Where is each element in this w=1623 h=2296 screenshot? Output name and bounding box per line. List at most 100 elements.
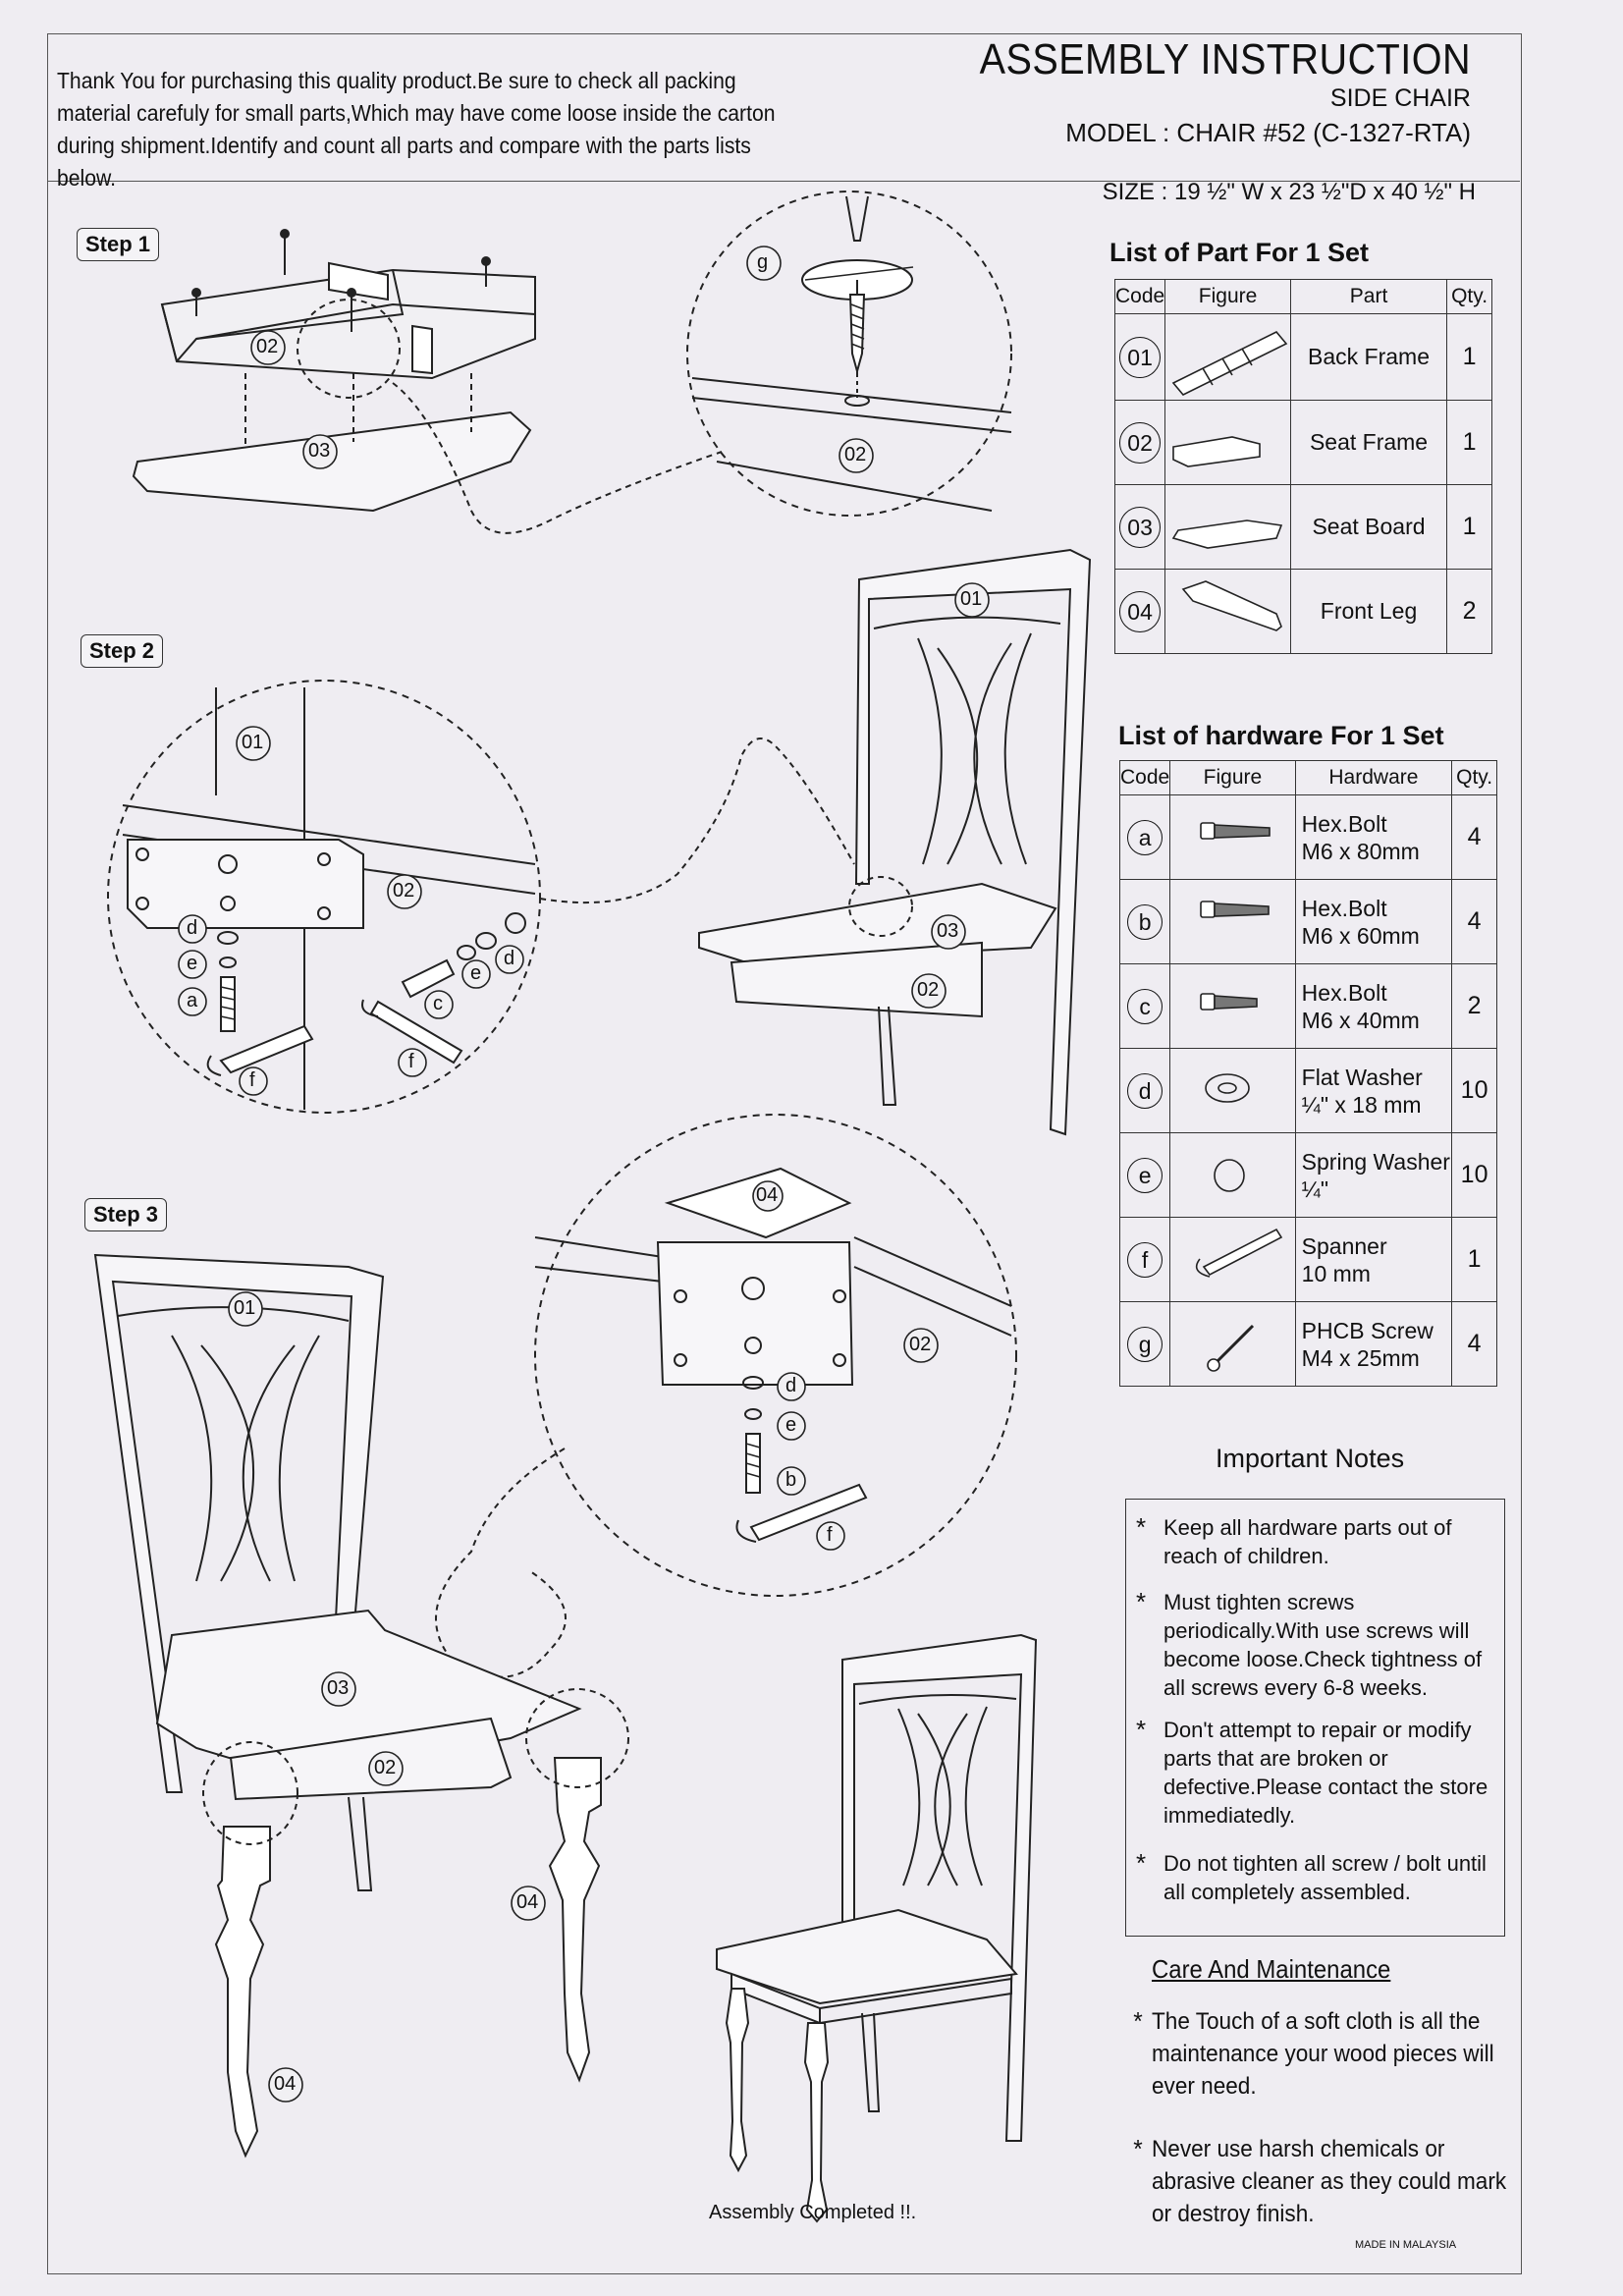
page-border bbox=[47, 33, 1522, 2274]
note-item: * Keep all hardware parts out of reach of… bbox=[1136, 1513, 1493, 1570]
hex-bolt-figure-icon bbox=[1169, 794, 1296, 880]
part-qty: 1 bbox=[1446, 484, 1492, 570]
callout-g: g bbox=[757, 251, 769, 273]
parts-table: Code Figure Part Qty. 01 Back Frame 1 02… bbox=[1113, 279, 1492, 654]
bullet-star-icon: * bbox=[1136, 1715, 1147, 1744]
hardware-code: b bbox=[1127, 903, 1163, 940]
hardware-line2: ¼" bbox=[1301, 1175, 1329, 1202]
hardware-line2: M6 x 60mm bbox=[1301, 922, 1420, 949]
step2-chair-illustration bbox=[698, 548, 1092, 1136]
hardware-list-title: List of hardware For 1 Set bbox=[1118, 721, 1444, 750]
spanner-figure-icon bbox=[1169, 1217, 1296, 1302]
note-item: *Do not tighten all screw / bolt until a… bbox=[1136, 1849, 1493, 1906]
important-notes-title: Important Notes bbox=[1216, 1444, 1405, 1473]
model-number: MODEL : CHAIR #52 (C-1327-RTA) bbox=[1065, 118, 1471, 147]
callout-e: e bbox=[785, 1414, 797, 1436]
header-code: Code bbox=[1118, 760, 1171, 795]
bullet-star-icon: * bbox=[1136, 1512, 1147, 1542]
part-name: Front Leg bbox=[1289, 569, 1448, 654]
hardware-line2: M4 x 25mm bbox=[1301, 1344, 1420, 1371]
callout-04: 04 bbox=[274, 2073, 297, 2095]
hardware-qty: 10 bbox=[1451, 1048, 1497, 1133]
hardware-qty: 4 bbox=[1451, 879, 1497, 964]
hardware-line2: M6 x 40mm bbox=[1301, 1007, 1420, 1033]
hardware-line2: ¼" x 18 mm bbox=[1301, 1091, 1422, 1118]
callout-b: b bbox=[785, 1469, 797, 1491]
note-text: Keep all hardware parts out of reach of … bbox=[1163, 1515, 1452, 1568]
step3-chair-illustration bbox=[93, 1253, 629, 2159]
table-row: 03 Seat Board 1 bbox=[1113, 484, 1492, 570]
part-code: 04 bbox=[1119, 590, 1162, 632]
care-item: *The Touch of a soft cloth is all the ma… bbox=[1133, 2005, 1512, 2103]
callout-01: 01 bbox=[234, 1297, 256, 1319]
hardware-code: c bbox=[1127, 988, 1163, 1024]
hardware-table-header: Code Figure Hardware Qty. bbox=[1118, 760, 1497, 795]
care-text: The Touch of a soft cloth is all the mai… bbox=[1152, 2008, 1494, 2100]
part-code: 03 bbox=[1119, 506, 1162, 548]
header-figure: Figure bbox=[1164, 279, 1291, 314]
callout-circles bbox=[178, 246, 990, 2103]
callout-03: 03 bbox=[937, 920, 959, 942]
hardware-line2: M6 x 80mm bbox=[1301, 838, 1420, 864]
part-name: Seat Board bbox=[1289, 484, 1448, 570]
hardware-qty: 4 bbox=[1451, 1301, 1497, 1387]
part-code: 01 bbox=[1119, 336, 1162, 378]
hardware-line1: Hex.Bolt bbox=[1301, 810, 1387, 837]
table-row: 01 Back Frame 1 bbox=[1113, 313, 1492, 401]
bullet-star-icon: * bbox=[1136, 1587, 1147, 1616]
hardware-code: e bbox=[1127, 1157, 1163, 1193]
header-part: Part bbox=[1289, 279, 1448, 314]
hardware-line1: Flat Washer bbox=[1301, 1064, 1423, 1090]
made-in-label: MADE IN MALAYSIA bbox=[1355, 2239, 1457, 2251]
callout-04: 04 bbox=[756, 1184, 779, 1206]
step1-zoom-detail bbox=[686, 191, 1012, 517]
assembly-completed-caption: Assembly Completed !!. bbox=[709, 2202, 917, 2223]
header-qty: Qty. bbox=[1451, 760, 1497, 795]
step3-zoom-detail bbox=[435, 1114, 1017, 1678]
callout-c: c bbox=[433, 993, 443, 1014]
completed-chair-illustration bbox=[716, 1633, 1038, 2223]
callout-01: 01 bbox=[960, 588, 983, 610]
callout-d: d bbox=[785, 1375, 797, 1396]
callout-02: 02 bbox=[909, 1334, 932, 1355]
callout-02: 02 bbox=[917, 979, 940, 1001]
callout-f: f bbox=[827, 1524, 833, 1546]
product-type: SIDE CHAIR bbox=[1329, 84, 1471, 112]
callout-02: 02 bbox=[256, 336, 279, 357]
part-qty: 2 bbox=[1446, 569, 1492, 654]
header-hardware: Hardware bbox=[1294, 760, 1453, 795]
hardware-code: f bbox=[1127, 1241, 1163, 1278]
hardware-code: a bbox=[1127, 819, 1163, 855]
step-3-badge: Step 3 bbox=[84, 1198, 168, 1231]
hardware-line1: PHCB Screw bbox=[1301, 1317, 1434, 1343]
hardware-line2: 10 mm bbox=[1301, 1260, 1371, 1286]
table-row: 04 Front Leg 2 bbox=[1113, 569, 1492, 654]
callout-04: 04 bbox=[516, 1891, 539, 1913]
spring-washer-figure-icon bbox=[1169, 1132, 1296, 1218]
callout-02: 02 bbox=[393, 880, 415, 902]
part-qty: 1 bbox=[1446, 400, 1492, 485]
seat-board-figure-icon bbox=[1164, 484, 1291, 570]
header-qty: Qty. bbox=[1446, 279, 1492, 314]
part-name: Seat Frame bbox=[1289, 400, 1448, 485]
part-code: 02 bbox=[1119, 421, 1162, 464]
header-divider bbox=[47, 181, 1520, 182]
step2-zoom-detail bbox=[107, 680, 855, 1114]
table-row: 02 Seat Frame 1 bbox=[1113, 400, 1492, 485]
hex-bolt-figure-icon bbox=[1169, 963, 1296, 1049]
note-text: Do not tighten all screw / bolt until al… bbox=[1163, 1851, 1487, 1904]
callout-d: d bbox=[504, 948, 515, 969]
important-notes-box: * Keep all hardware parts out of reach of… bbox=[1125, 1499, 1505, 1937]
part-qty: 1 bbox=[1446, 313, 1492, 401]
callout-d: d bbox=[187, 917, 198, 939]
